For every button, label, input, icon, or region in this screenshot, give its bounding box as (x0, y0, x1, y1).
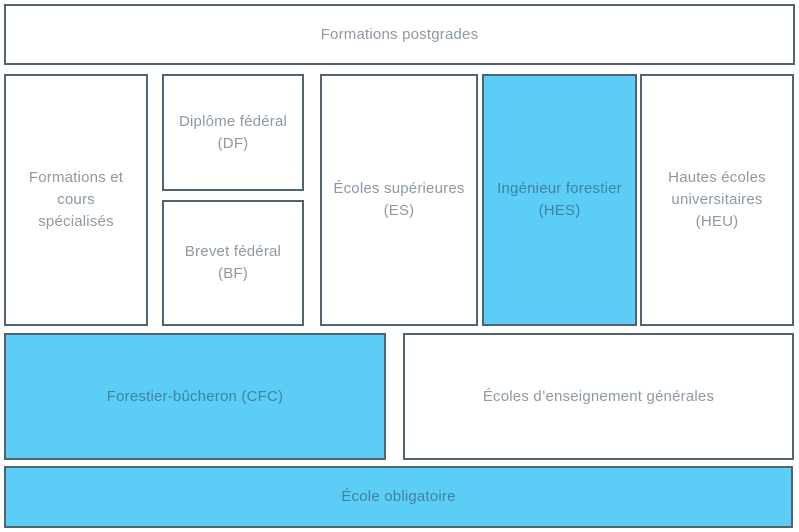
box-formations-postgrades: Formations postgrades (4, 4, 795, 65)
box-diplome-federal-label: Diplôme fédéral (DF) (178, 112, 288, 152)
box-brevet-federal-label: Brevet fédéral (BF) (184, 243, 282, 282)
box-ingenieur-forestier: Ingénieur forestier (HES) (482, 74, 637, 326)
box-ecoles-superieures-label: Écoles supérieures (ES) (333, 180, 465, 219)
box-ecole-obligatoire: École obligatoire (4, 466, 793, 528)
box-ecoles-enseignement-generales-label: Écoles d’enseignement générales (482, 387, 715, 405)
box-hautes-ecoles-universitaires: Hautes écoles universitaires (HEU) (640, 74, 794, 326)
box-formations-et-cours-specialises-label: Formations et cours spécialisés (28, 169, 124, 230)
box-ecole-obligatoire-label: École obligatoire (341, 488, 456, 506)
box-hautes-ecoles-universitaires-label: Hautes écoles universitaires (HEU) (668, 169, 766, 230)
box-ecoles-superieures: Écoles supérieures (ES) (320, 74, 478, 326)
box-forestier-bucheron-label: Forestier-bûcheron (CFC) (106, 387, 284, 405)
box-brevet-federal: Brevet fédéral (BF) (162, 200, 304, 326)
box-ingenieur-forestier-label: Ingénieur forestier (HES) (497, 180, 622, 219)
box-ecoles-enseignement-generales: Écoles d’enseignement générales (403, 333, 794, 460)
box-formations-et-cours-specialises: Formations et cours spécialisés (4, 74, 148, 326)
box-diplome-federal: Diplôme fédéral (DF) (162, 74, 304, 191)
box-forestier-bucheron: Forestier-bûcheron (CFC) (4, 333, 386, 460)
box-formations-postgrades-label: Formations postgrades (320, 25, 479, 43)
